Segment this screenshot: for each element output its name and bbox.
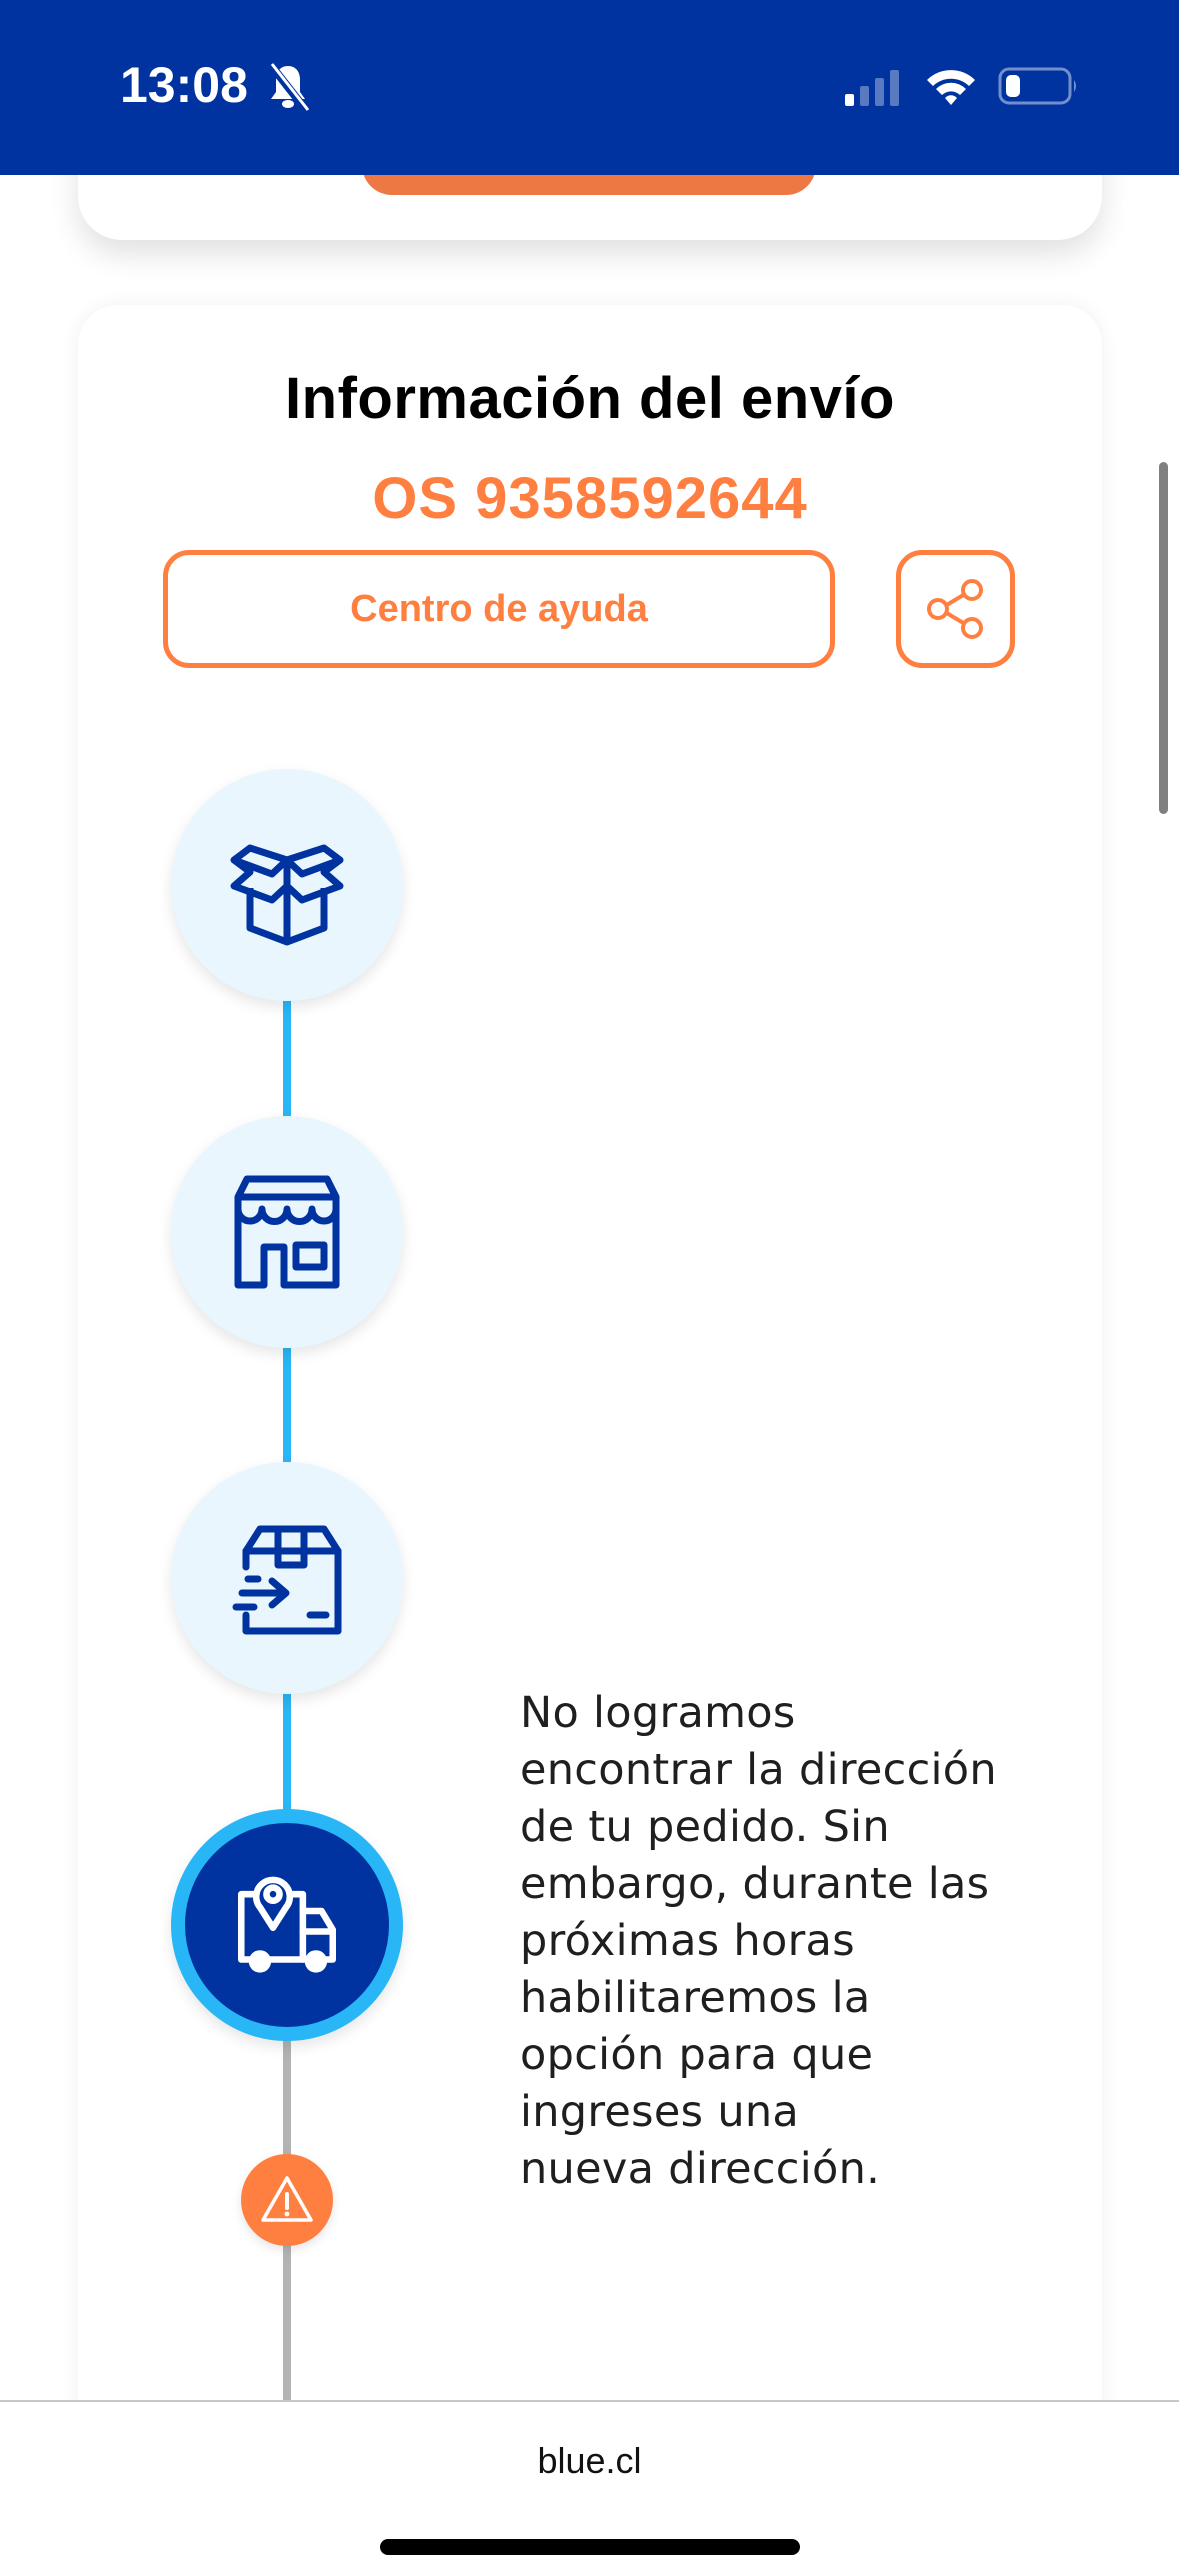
timeline-step-store (171, 1116, 403, 1348)
message-line: encontrar la dirección (520, 1745, 997, 1795)
timeline-step-dispatched (171, 1462, 403, 1694)
message-line: ingreses una (520, 2087, 800, 2137)
warning-icon (261, 2176, 313, 2222)
help-center-label: Centro de ayuda (350, 587, 648, 630)
message-line: embargo, durante las (520, 1859, 990, 1909)
message-line: No logramos (520, 1688, 796, 1738)
package-dispatch-icon (232, 1525, 342, 1635)
share-button[interactable] (896, 550, 1015, 668)
order-number: OS 9358592644 (372, 466, 808, 531)
message-line: habilitaremos la (520, 1973, 871, 2023)
message-line: próximas horas (520, 1916, 855, 1966)
timeline-connector (283, 1347, 291, 1467)
browser-address-bar[interactable]: blue.cl (0, 2400, 1179, 2556)
battery-low-icon (998, 67, 1076, 105)
help-center-button[interactable]: Centro de ayuda (163, 550, 835, 668)
timeline-step-alert (241, 2154, 333, 2246)
cellular-signal-icon (845, 70, 899, 106)
shipment-info-card: Información del envío OS 9358592644 Cent… (78, 305, 1102, 2556)
home-indicator[interactable] (380, 2539, 800, 2555)
url-text[interactable]: blue.cl (537, 2440, 642, 2481)
message-line: opción para que (520, 2030, 874, 2080)
bell-slash-icon (266, 62, 310, 112)
delivery-truck-location-icon (237, 1876, 336, 1973)
scrollbar-thumb[interactable] (1159, 462, 1168, 814)
status-bar: 13:08 (0, 0, 1179, 175)
share-icon (926, 579, 983, 639)
status-time: 13:08 (120, 57, 248, 113)
storefront-icon (234, 1175, 340, 1289)
message-line: nueva dirección. (520, 2144, 881, 2194)
page-title: Información del envío (285, 366, 895, 431)
message-line: de tu pedido. Sin (520, 1802, 890, 1852)
timeline-connector (283, 1693, 291, 1813)
timeline-step-in-delivery (171, 1809, 403, 2041)
timeline-step-received (171, 769, 403, 1001)
timeline-connector (283, 1000, 291, 1120)
wifi-icon (927, 70, 975, 105)
delivery-status-message: No logramos encontrar la dirección de tu… (520, 1685, 1040, 2198)
open-box-icon (230, 844, 344, 946)
